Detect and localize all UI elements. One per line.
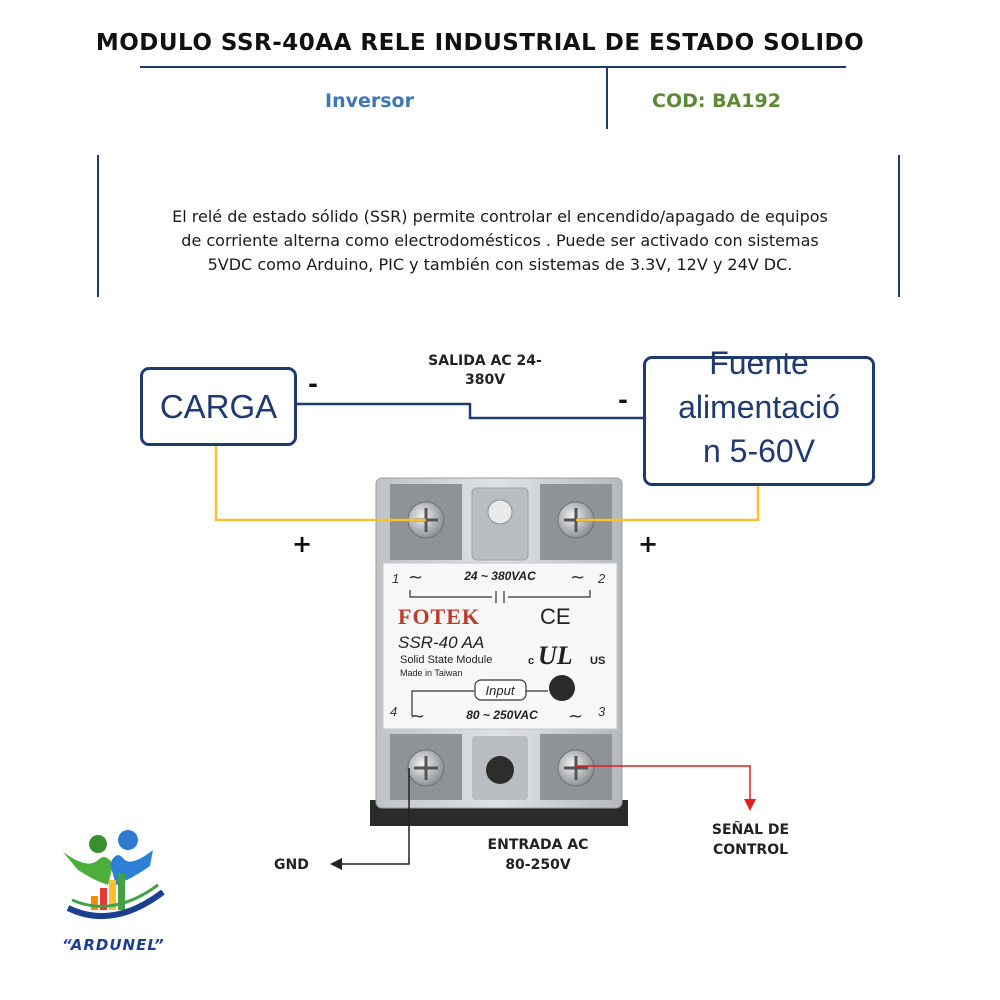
ul-us-mark: US	[590, 655, 605, 667]
description-line: de corriente alterna como electrodomésti…	[181, 231, 819, 250]
input-rating: 80 ~ 250VAC	[466, 708, 538, 722]
tilde-1: ~	[408, 567, 423, 588]
control-wire	[576, 765, 756, 811]
output-label-line: 380V	[464, 372, 506, 388]
gnd-label: GND	[274, 857, 309, 873]
status-led	[549, 675, 575, 701]
power-source-line: alimentació	[678, 389, 840, 425]
ul-c-mark: c	[528, 655, 534, 667]
control-label: SEÑAL DE CONTROL	[688, 820, 813, 860]
load-wire-right	[576, 478, 760, 522]
output-label-line: SALIDA AC 24-	[428, 353, 542, 369]
gnd-wire	[330, 768, 410, 870]
power-source-line: n 5-60V	[702, 433, 816, 469]
plus-sign-source: +	[638, 530, 659, 558]
logo-text: “ARDUNEL”	[62, 936, 165, 954]
terminal-2-label: 2	[597, 571, 606, 586]
terminal-1-label: 1	[392, 571, 399, 586]
module-type: Solid State Module	[400, 654, 492, 666]
screw-4	[407, 749, 445, 787]
load-box: CARGA	[140, 367, 297, 446]
title-underline	[140, 66, 846, 68]
top-mounting-hole	[487, 499, 513, 525]
terminal-4-label: 4	[390, 704, 397, 719]
minus-sign-source: -	[618, 386, 628, 414]
power-source-line: Fuente	[709, 345, 809, 381]
output-circuit-line	[409, 590, 591, 603]
input-label: ENTRADA AC 80-250V	[468, 835, 608, 875]
screw-3	[557, 749, 595, 787]
category-label: Inversor	[325, 90, 414, 112]
input-label-line: ENTRADA AC	[487, 837, 589, 853]
load-wire-left	[214, 442, 426, 522]
output-rating: 24 ~ 380VAC	[463, 569, 536, 583]
bottom-mounting-hole	[486, 756, 514, 784]
tilde-2: ~	[570, 567, 585, 588]
origin: Made in Taiwan	[400, 668, 462, 678]
control-label-line: CONTROL	[712, 842, 789, 858]
description: El relé de estado sólido (SSR) permite c…	[110, 205, 890, 277]
plus-sign-load: +	[292, 530, 313, 558]
brand-logo: FOTEK	[398, 604, 480, 629]
tilde-4: ~	[410, 706, 425, 727]
minus-sign-load: -	[308, 370, 318, 398]
input-label-line: 80-250V	[505, 857, 571, 873]
description-line: El relé de estado sólido (SSR) permite c…	[172, 207, 828, 226]
ul-mark: UL	[538, 641, 573, 670]
control-label-line: SEÑAL DE	[711, 822, 790, 838]
negative-wire	[294, 402, 643, 420]
output-label: SALIDA AC 24- 380V	[410, 352, 560, 390]
power-source-box: Fuente alimentació n 5-60V	[643, 345, 875, 486]
relay-module: 1 ~ 24 ~ 380VAC ~ 2 FOTEK CE SSR-40 AA S…	[370, 477, 628, 826]
terminal-3-label: 3	[598, 704, 606, 719]
description-left-border	[97, 155, 99, 297]
ce-mark: CE	[540, 604, 571, 629]
product-code: COD: BA192	[652, 90, 781, 112]
input-tag-frame	[474, 679, 527, 701]
label-plate	[382, 562, 618, 730]
ardunel-logo	[63, 830, 165, 920]
input-tag: Input	[486, 683, 516, 698]
tilde-3: ~	[568, 706, 583, 727]
description-right-border	[898, 155, 900, 297]
model-number: SSR-40 AA	[398, 633, 484, 652]
input-circuit-line	[411, 690, 548, 716]
page-title: MODULO SSR-40AA RELE INDUSTRIAL DE ESTAD…	[95, 30, 865, 56]
header-divider	[606, 68, 608, 129]
description-line: 5VDC como Arduino, PIC y también con sis…	[207, 255, 793, 274]
